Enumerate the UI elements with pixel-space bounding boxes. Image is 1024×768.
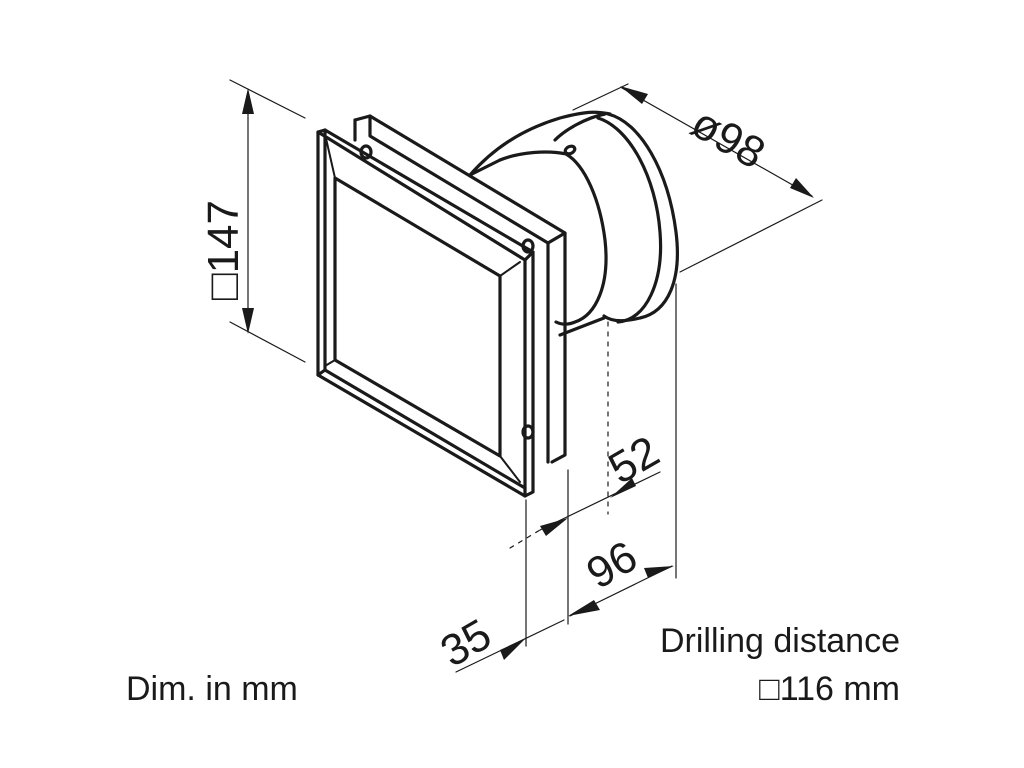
dimension-147-label: □147 [199,200,248,300]
dimension-147: □147 [199,79,306,363]
dimension-diameter-98: ø98 [572,83,823,273]
duct-marker-dot [563,144,577,156]
duct-cylinder [468,110,679,337]
dimension-35-label: 35 [433,610,500,677]
front-cover [316,128,535,498]
dimension-52-label: 52 [601,427,668,494]
units-note: Dim. in mm [126,670,298,708]
drilling-distance-title: Drilling distance [660,622,900,660]
depth-dimensions: 52 96 35 [433,283,677,677]
drilling-distance-value: □116 mm [759,670,900,708]
dimension-96-label: 96 [579,532,646,599]
